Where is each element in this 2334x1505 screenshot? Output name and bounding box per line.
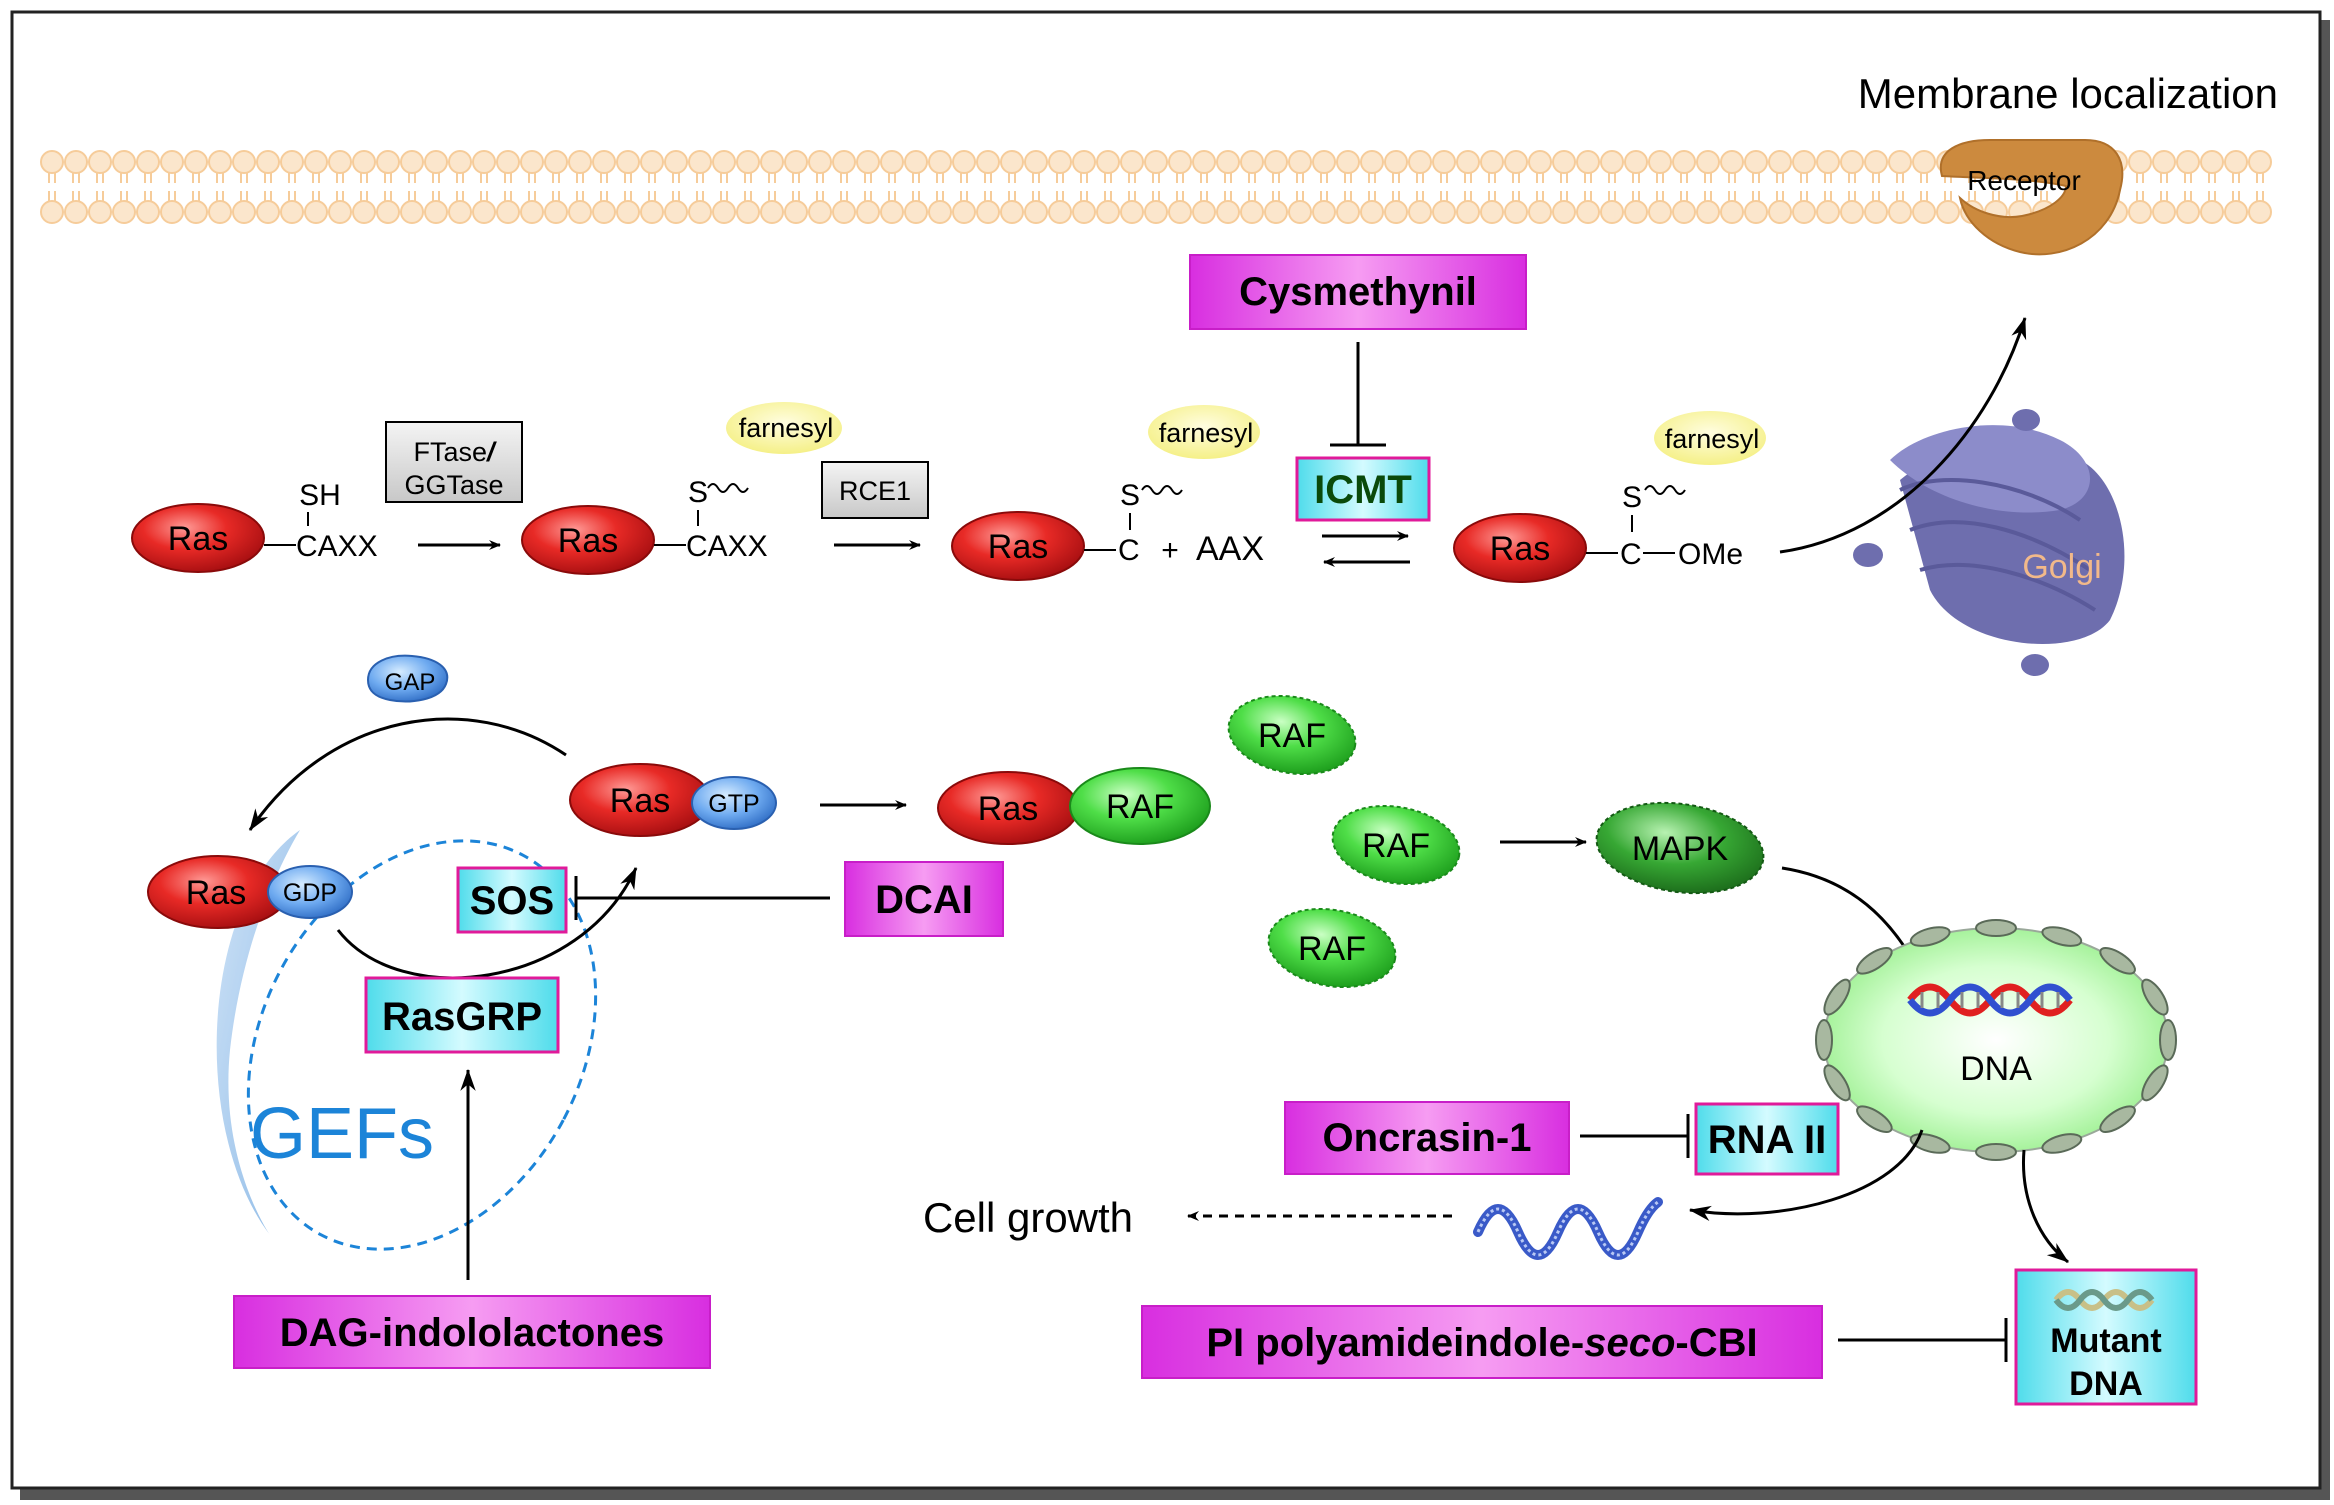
svg-text:Ras: Ras — [988, 528, 1048, 566]
ome-label: OMe — [1678, 538, 1743, 571]
receptor: Receptor — [1939, 139, 2124, 256]
golgi-apparatus: Golgi — [1853, 409, 2125, 676]
nucleus-to-mutant-dna-arrow — [2021, 1149, 2069, 1264]
svg-text:RNA II: RNA II — [1708, 1118, 1827, 1162]
mutant-dna-helix-icon — [2053, 1289, 2155, 1311]
gtp-hydrolysis-arrow — [248, 717, 567, 831]
svg-text:Oncrasin-1: Oncrasin-1 — [1323, 1116, 1532, 1160]
svg-text:Ras: Ras — [558, 522, 618, 560]
thiol-label: SH — [299, 479, 341, 512]
nucleus: DNA — [1815, 919, 2177, 1161]
svg-text:Ras: Ras — [978, 790, 1038, 828]
golgi-label: Golgi — [2022, 548, 2101, 586]
caax-label-1: CAXX — [296, 530, 378, 563]
svg-text:RAF: RAF — [1258, 717, 1326, 755]
svg-text:GDP: GDP — [283, 879, 337, 907]
farnesyl-group-3: farnesyl — [1148, 405, 1260, 459]
oncrasin-box: Oncrasin-1 — [1284, 1101, 1570, 1175]
svg-text:MAPK: MAPK — [1632, 830, 1729, 868]
sos-box: SOS — [456, 866, 568, 934]
dcai-inhibit-line — [574, 876, 830, 920]
c-label-4: C — [1620, 538, 1642, 571]
ras-cleaved: Ras — [951, 511, 1085, 581]
svg-text:Ras: Ras — [610, 782, 670, 820]
svg-text:RCE1: RCE1 — [839, 476, 911, 506]
pi-polyamide-inhibit-line — [1838, 1318, 2008, 1362]
lipid-bilayer — [40, 150, 2272, 224]
svg-text:RAF: RAF — [1298, 930, 1366, 968]
raf-protein-3: RAF — [1267, 907, 1397, 989]
mutant-dna-box: Mutant DNA — [2014, 1268, 2198, 1406]
svg-text:farnesyl: farnesyl — [739, 413, 834, 443]
farnesyl-group-4: farnesyl — [1654, 411, 1766, 465]
cysmethynil-inhibit-line — [1330, 342, 1386, 447]
svg-text:GTP: GTP — [708, 790, 759, 818]
plus-sign: + — [1161, 534, 1179, 567]
svg-text:farnesyl: farnesyl — [1159, 418, 1254, 448]
ras-gdp: Ras GDP — [147, 855, 353, 929]
gefs-label: GEFs — [250, 1094, 434, 1174]
rce1-box: RCE1 — [821, 461, 929, 519]
svg-text:GAP: GAP — [385, 669, 436, 696]
svg-text:DNA: DNA — [2069, 1365, 2143, 1403]
mapk-protein: MAPK — [1595, 801, 1765, 895]
ras-methylated: Ras — [1453, 513, 1587, 583]
svg-text:DAG-indololactones: DAG-indololactones — [280, 1311, 664, 1355]
gefs-group: GEFs — [216, 830, 598, 1251]
s-label-2: S — [688, 476, 708, 509]
svg-text:GGTase: GGTase — [404, 470, 503, 500]
farnesyl-group-2: farnesyl — [726, 402, 842, 454]
svg-text:Ras: Ras — [168, 520, 228, 558]
membrane-title: Membrane localization — [1858, 70, 2278, 117]
aax-label: AAX — [1196, 530, 1264, 568]
ras-gtp: Ras GTP — [569, 763, 777, 837]
receptor-label: Receptor — [1967, 165, 2081, 196]
ras-unprocessed: Ras — [131, 503, 265, 573]
svg-text:RAF: RAF — [1106, 788, 1174, 826]
ftase-ggtase-box: FTase/ GGTase — [385, 421, 523, 503]
svg-text:FTase/: FTase/ — [413, 437, 497, 467]
frame — [10, 10, 2322, 1490]
dna-helix-icon — [1907, 983, 2073, 1017]
svg-text:PI polyamideindole-seco-CBI: PI polyamideindole-seco-CBI — [1206, 1321, 1757, 1365]
raf-protein-1: RAF — [1227, 694, 1357, 776]
rna-polymerase-ii-box: RNA II — [1694, 1102, 1840, 1176]
svg-text:DNA: DNA — [1960, 1050, 2032, 1088]
s-label-3: S — [1120, 479, 1140, 512]
cell-growth-label: Cell growth — [923, 1194, 1133, 1241]
svg-text:RasGRP: RasGRP — [382, 995, 542, 1039]
mrna-strand-icon — [1473, 1197, 1663, 1260]
svg-text:DCAI: DCAI — [875, 878, 973, 922]
ras-farnesylated: Ras — [521, 505, 655, 575]
golgi-to-membrane-arrow — [1779, 316, 2027, 554]
rasgrp-box: RasGRP — [364, 976, 560, 1054]
nucleotide-exchange-arrow — [336, 867, 638, 980]
ras-raf-complex: Ras RAF — [937, 767, 1211, 845]
svg-text:Ras: Ras — [1490, 530, 1550, 568]
svg-text:ICMT: ICMT — [1314, 468, 1412, 512]
dag-indololactones-box: DAG-indololactones — [233, 1295, 711, 1369]
svg-text:farnesyl: farnesyl — [1665, 424, 1760, 454]
svg-text:Cysmethynil: Cysmethynil — [1239, 270, 1477, 314]
svg-text:RAF: RAF — [1362, 827, 1430, 865]
pi-polyamide-box: PI polyamideindole-seco-CBI — [1141, 1305, 1823, 1379]
svg-text:SOS: SOS — [470, 879, 554, 923]
caax-label-2: CAXX — [686, 530, 768, 563]
nucleus-to-mrna-arrow — [1688, 1129, 1924, 1222]
svg-text:Ras: Ras — [186, 874, 246, 912]
oncrasin-inhibit-line — [1580, 1114, 1690, 1158]
nuclear-pores — [1815, 919, 2177, 1161]
svg-text:Mutant: Mutant — [2050, 1322, 2161, 1360]
dcai-box: DCAI — [844, 861, 1004, 937]
gap-protein: GAP — [366, 654, 449, 703]
s-label-4: S — [1622, 481, 1642, 514]
cysmethynil-box: Cysmethynil — [1189, 254, 1527, 330]
c-label-3: C — [1118, 534, 1140, 567]
icmt-box: ICMT — [1295, 456, 1431, 522]
raf-protein-2: RAF — [1331, 804, 1461, 886]
